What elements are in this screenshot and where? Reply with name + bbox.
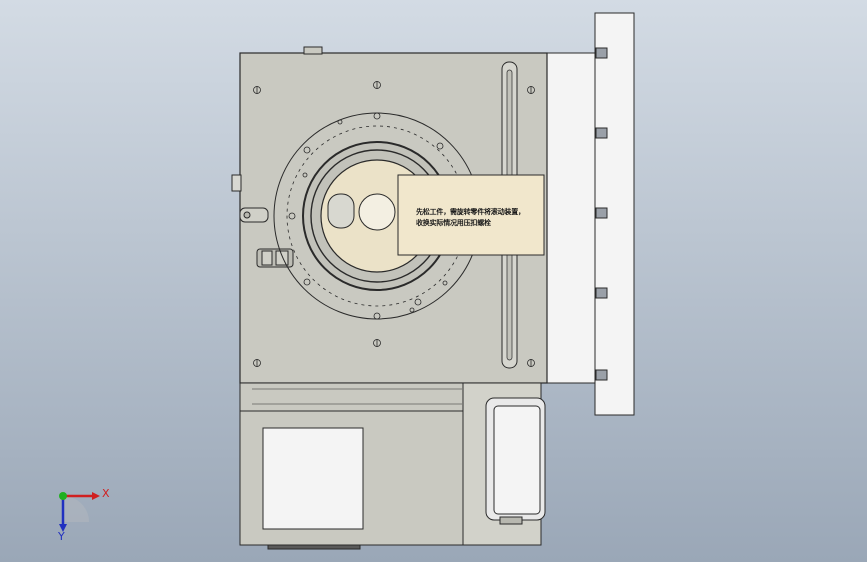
lower-housing (239, 382, 546, 550)
rail-block (545, 52, 597, 384)
x-axis-label: X (102, 487, 110, 500)
motor-foot (499, 516, 523, 525)
y-axis-label: Y (58, 530, 65, 543)
note-panel (397, 174, 545, 256)
note-line-1: 先松工件，需旋转零件将滚动装置， (416, 208, 525, 216)
rail-clamp (595, 369, 608, 381)
rail-clamp (595, 207, 608, 219)
motor-face (493, 405, 541, 515)
base-strip (267, 544, 361, 550)
side-pin (231, 174, 242, 192)
top-tab (303, 46, 323, 55)
rail-clamp (595, 127, 608, 139)
label-plate (262, 427, 364, 530)
center-boss (358, 193, 396, 231)
rail-clamp (595, 287, 608, 299)
corner-bolts (253, 81, 535, 367)
origin-point (59, 492, 67, 500)
rail-clamp (595, 47, 608, 59)
jaw (327, 193, 355, 229)
note-text: 先松工件，需旋转零件将滚动装置， 收换实际情况用压扣螺栓 (416, 207, 544, 229)
housing-top (239, 382, 473, 412)
side-fittings (231, 174, 294, 268)
coordinate-triad (59, 492, 100, 532)
side-rail-assembly (545, 12, 635, 416)
note-line-2: 收换实际情况用压扣螺栓 (416, 219, 491, 227)
